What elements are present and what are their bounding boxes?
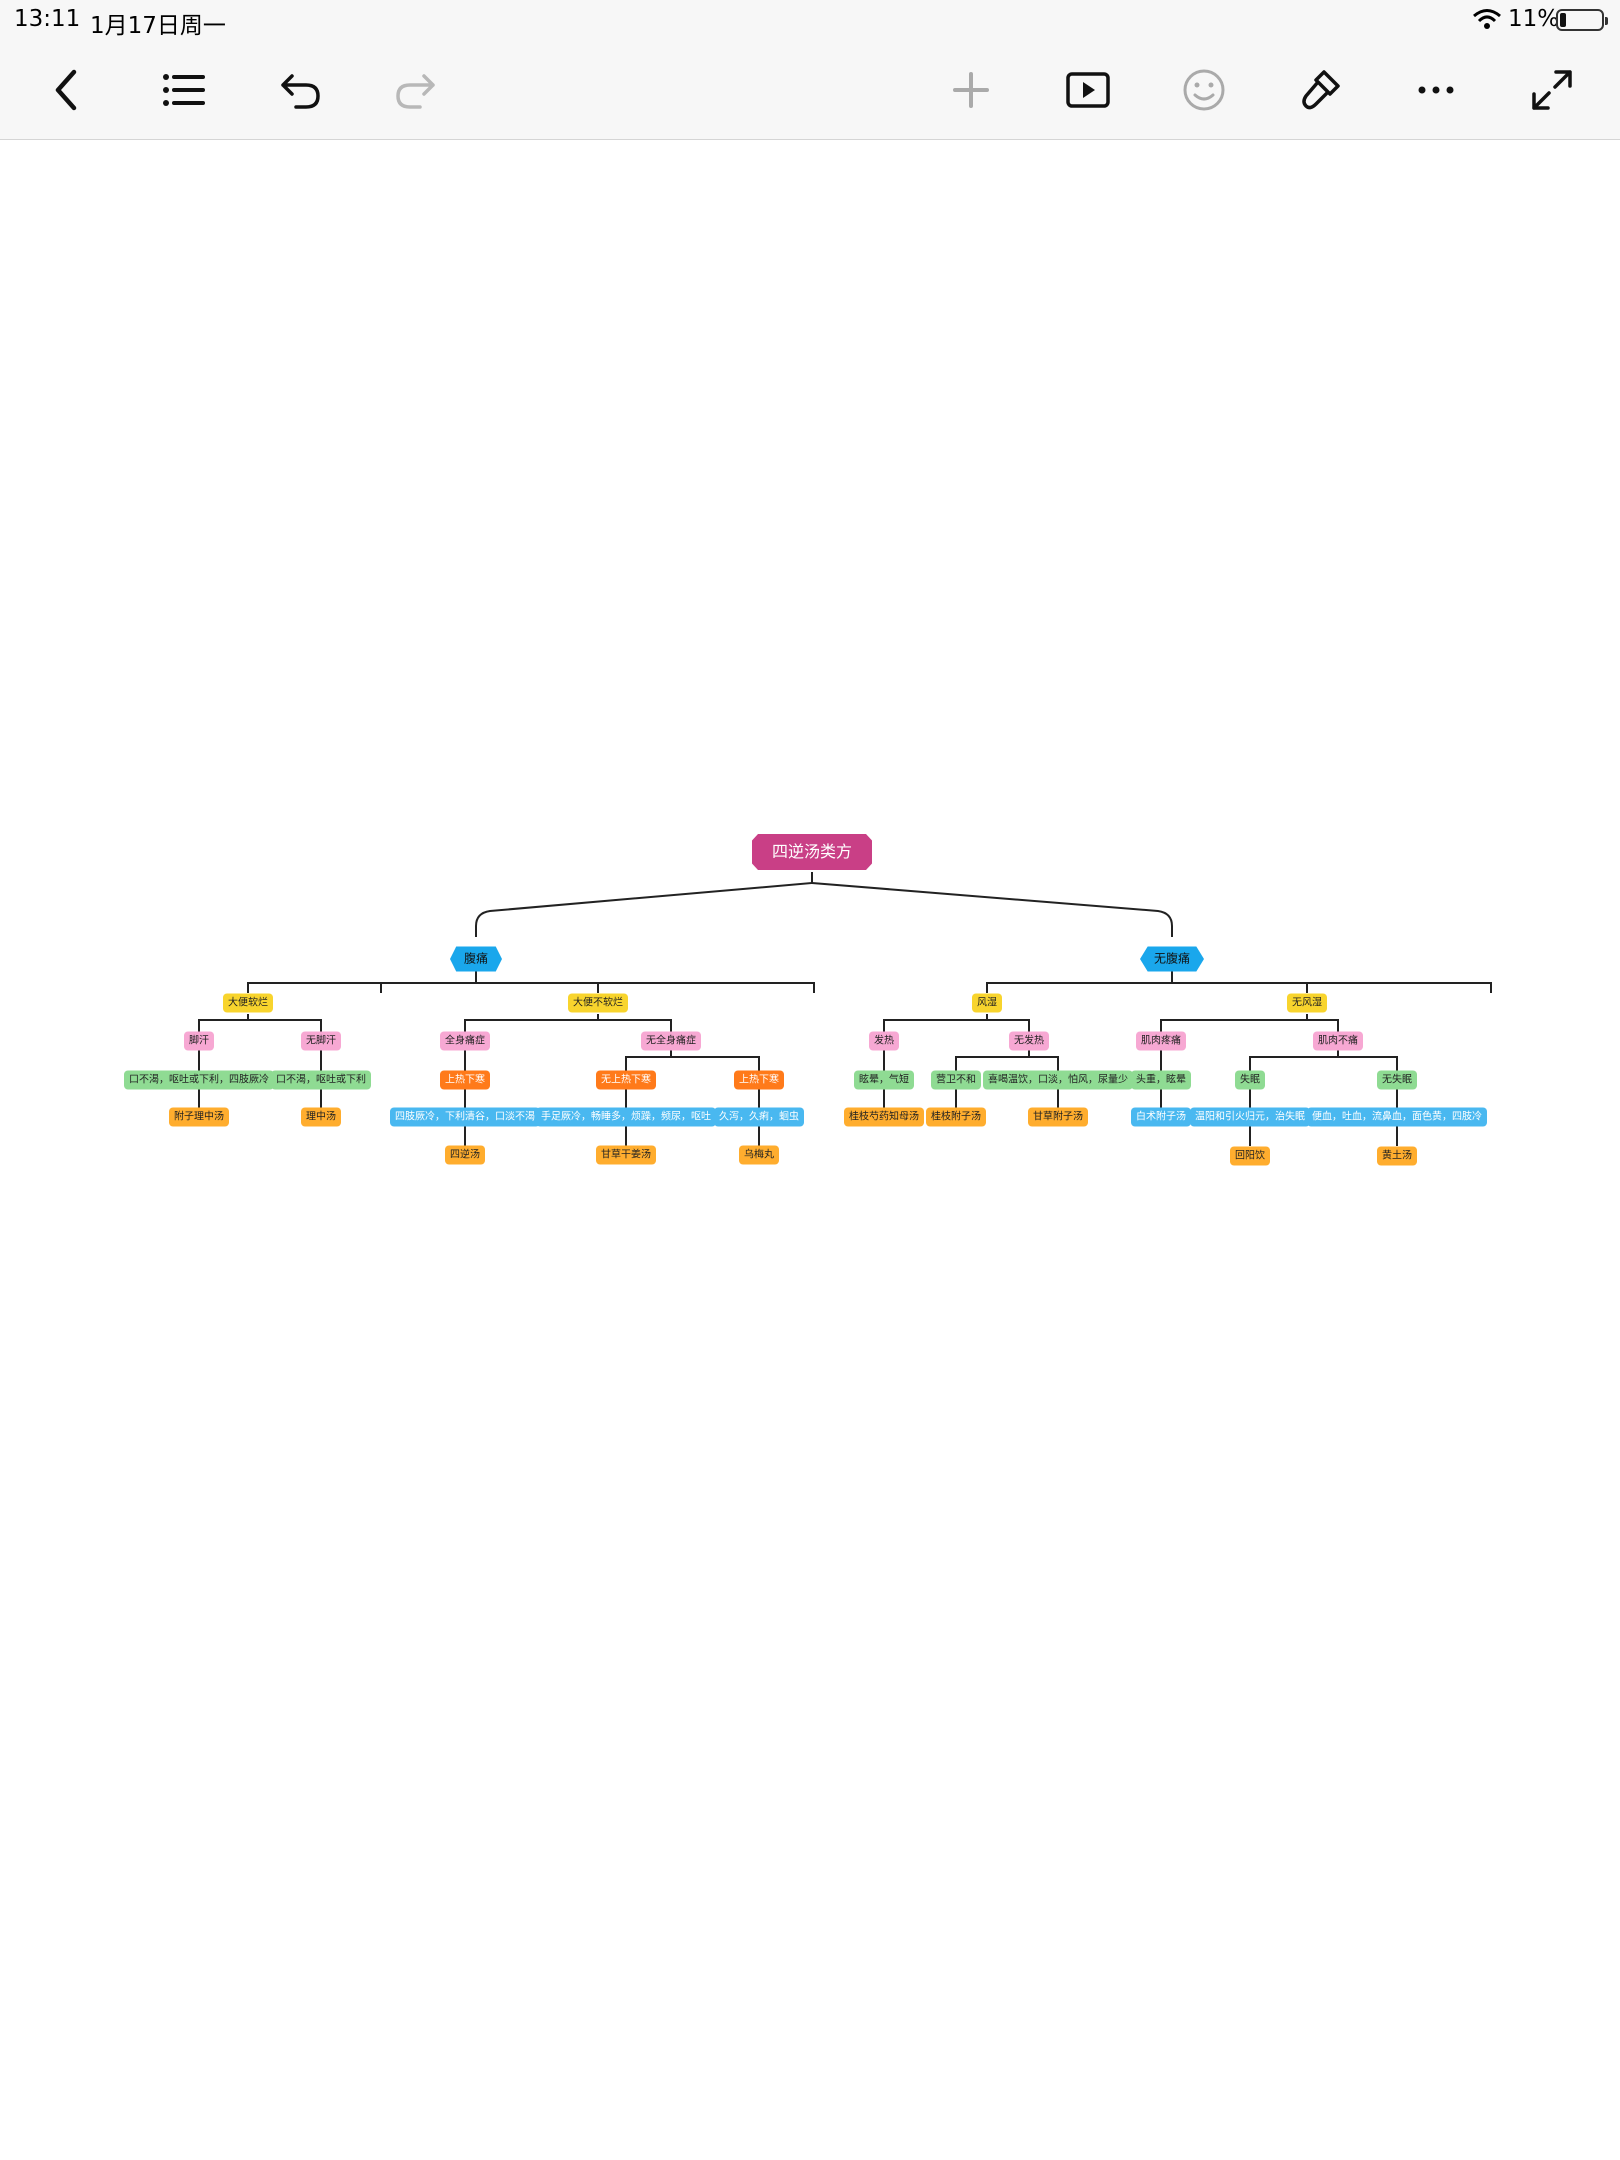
node-symptom[interactable]: 四肢厥冷，下利清谷，口淡不渴: [390, 1107, 540, 1127]
node-fever[interactable]: 发热: [869, 1031, 899, 1051]
mindmap-connectors: [198, 872, 1492, 1146]
wifi-icon: [1473, 9, 1501, 29]
toolbar: [0, 40, 1620, 140]
node-not-soft-stool[interactable]: 大便不软烂: [568, 993, 628, 1013]
outline-list-icon[interactable]: [155, 62, 211, 118]
status-time: 13:11: [14, 6, 81, 32]
node-abdominal-pain[interactable]: 腹痛: [449, 946, 503, 972]
node-foot-sweat[interactable]: 脚汗: [184, 1031, 214, 1051]
battery-icon: [1556, 9, 1608, 31]
node-label: 腹痛: [463, 951, 489, 966]
more-icon[interactable]: [1408, 62, 1464, 118]
status-bar: 13:11 1月17日周一 11%: [0, 0, 1620, 40]
node-symptom[interactable]: 手足厥冷，畅睡多，烦躁，频尿，呕吐: [536, 1107, 716, 1127]
mindmap-root-node[interactable]: 四逆汤类方: [751, 834, 873, 870]
add-icon[interactable]: [943, 62, 999, 118]
node-symptom[interactable]: 口不渴，呕吐或下利，四肢厥冷: [124, 1070, 274, 1090]
node-symptom[interactable]: 喜喝温饮，口淡，怕风，尿量少: [983, 1070, 1133, 1090]
emoji-icon[interactable]: [1176, 62, 1232, 118]
node-remedy[interactable]: 回阳饮: [1230, 1146, 1270, 1166]
status-date: 1月17日周一: [90, 13, 226, 39]
node-remedy[interactable]: 理中汤: [301, 1107, 341, 1127]
node-remedy[interactable]: 黄土汤: [1377, 1146, 1417, 1166]
battery-percent: 11%: [1508, 6, 1560, 32]
node-remedy[interactable]: 四逆汤: [445, 1145, 485, 1165]
node-symptom[interactable]: 营卫不和: [931, 1070, 981, 1090]
back-icon[interactable]: [40, 62, 96, 118]
node-rheumatism[interactable]: 风湿: [972, 993, 1002, 1013]
node-no-body-pain[interactable]: 无全身痛症: [641, 1031, 701, 1051]
node-symptom[interactable]: 久泻，久痢，蛔虫: [714, 1107, 804, 1127]
node-remedy[interactable]: 甘草干姜汤: [596, 1145, 656, 1165]
node-body-pain[interactable]: 全身痛症: [440, 1031, 490, 1051]
node-remedy[interactable]: 白术附子汤: [1131, 1107, 1191, 1127]
node-label: 无腹痛: [1153, 951, 1191, 966]
node-remedy[interactable]: 附子理中汤: [169, 1107, 229, 1127]
node-symptom[interactable]: 头重，眩晕: [1131, 1070, 1191, 1090]
node-condition[interactable]: 无上热下寒: [596, 1070, 656, 1090]
node-symptom[interactable]: 眩晕，气短: [854, 1070, 914, 1090]
node-remedy[interactable]: 桂枝芍药知母汤: [844, 1107, 924, 1127]
node-no-fever[interactable]: 无发热: [1009, 1031, 1049, 1051]
node-no-rheumatism[interactable]: 无风湿: [1287, 993, 1327, 1013]
node-muscle-pain[interactable]: 肌肉疼痛: [1136, 1031, 1186, 1051]
node-no-abdominal-pain[interactable]: 无腹痛: [1139, 946, 1205, 972]
node-condition[interactable]: 上热下寒: [734, 1070, 784, 1090]
expand-icon[interactable]: [1524, 62, 1580, 118]
mindmap-canvas[interactable]: 四逆汤类方 腹痛 无腹痛 大便软烂 大便不软烂 脚汗 口不渴，呕吐或下利，四肢厥…: [0, 141, 1620, 2160]
undo-icon[interactable]: [272, 62, 328, 118]
node-remedy[interactable]: 甘草附子汤: [1028, 1107, 1088, 1127]
node-remedy[interactable]: 乌梅丸: [739, 1145, 779, 1165]
node-symptom[interactable]: 便血，吐血，流鼻血，面色黄，四肢冷: [1307, 1107, 1487, 1127]
node-insomnia[interactable]: 失眠: [1235, 1070, 1265, 1090]
play-presentation-icon[interactable]: [1060, 62, 1116, 118]
node-soft-stool[interactable]: 大便软烂: [223, 993, 273, 1013]
node-remedy[interactable]: 桂枝附子汤: [926, 1107, 986, 1127]
node-no-insomnia[interactable]: 无失眠: [1377, 1070, 1417, 1090]
node-symptom[interactable]: 口不渴，呕吐或下利: [271, 1070, 371, 1090]
format-brush-icon[interactable]: [1292, 62, 1348, 118]
redo-icon[interactable]: [388, 62, 444, 118]
node-symptom[interactable]: 温阳和引火归元，治失眠: [1190, 1107, 1310, 1127]
root-label: 四逆汤类方: [771, 842, 853, 861]
node-condition[interactable]: 上热下寒: [440, 1070, 490, 1090]
node-no-muscle-pain[interactable]: 肌肉不痛: [1313, 1031, 1363, 1051]
node-no-foot-sweat[interactable]: 无脚汗: [301, 1031, 341, 1051]
